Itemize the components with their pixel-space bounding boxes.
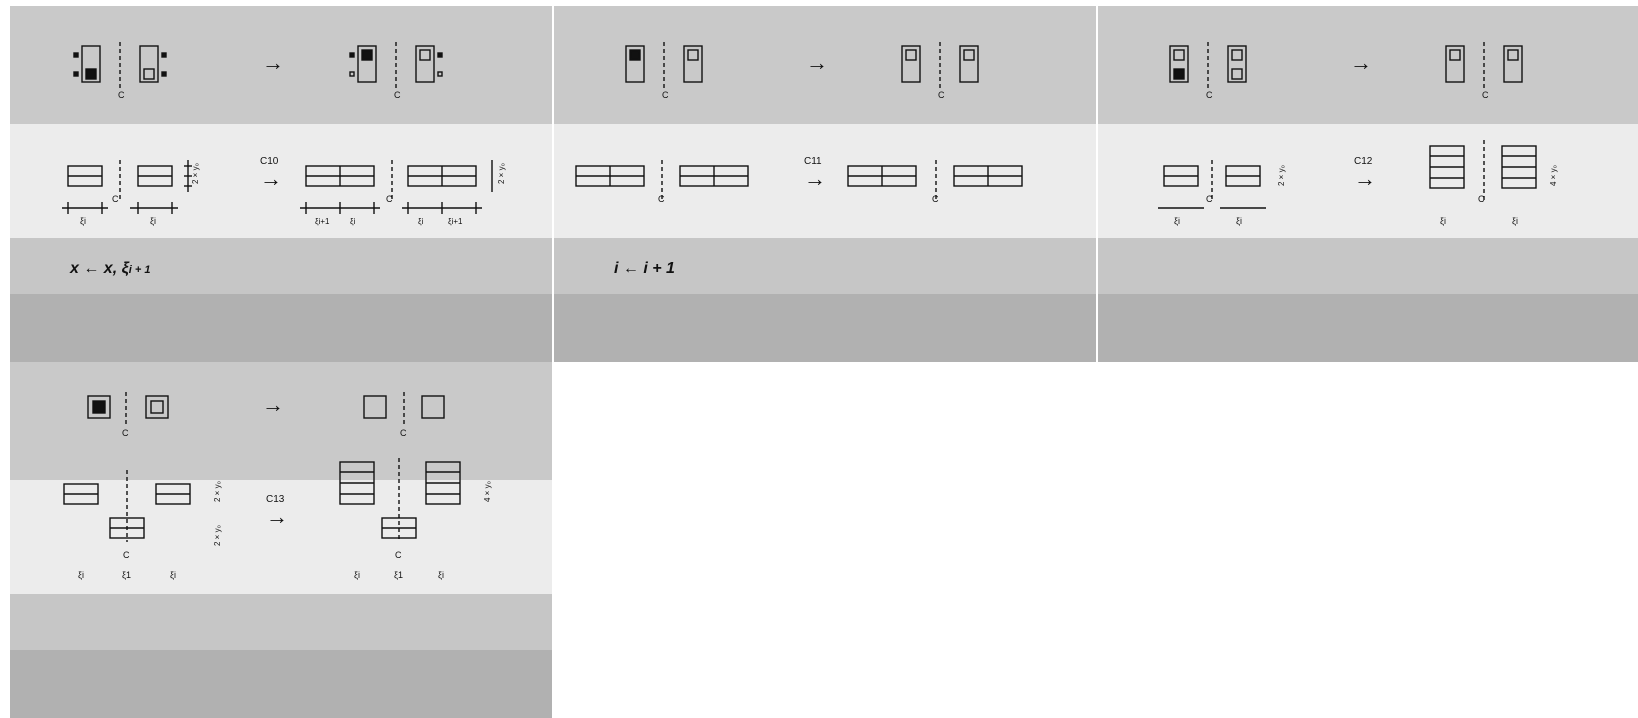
c11-top-after (901, 42, 979, 88)
c13-middle-after (339, 458, 461, 542)
svg-text:C: C (938, 90, 945, 100)
svg-text:2 × y₀: 2 × y₀ (497, 163, 506, 184)
svg-text:C: C (1478, 194, 1485, 204)
svg-text:→: → (806, 50, 828, 75)
bottom-band (1098, 294, 1638, 362)
c13-diagram: C → C C ξi ξ1 ξi 2 × y₀ 2 × y₀ C13 → (63, 392, 492, 580)
svg-text:2 × y₀: 2 × y₀ (1277, 165, 1286, 186)
svg-text:C13: C13 (266, 494, 285, 505)
c11-middle-before (575, 160, 749, 202)
svg-text:ξi: ξi (1236, 216, 1242, 226)
svg-text:C: C (1482, 90, 1489, 100)
svg-text:2 × y₀: 2 × y₀ (213, 481, 222, 502)
svg-text:C: C (394, 90, 401, 100)
svg-text:ξ1: ξ1 (394, 570, 403, 580)
svg-text:ξ1: ξ1 (122, 570, 131, 580)
svg-text:ξi: ξi (418, 217, 424, 226)
middle-band (10, 124, 552, 238)
svg-text:C12: C12 (1354, 156, 1373, 167)
step-label: C10 (260, 156, 279, 167)
svg-text:ξi: ξi (438, 570, 444, 580)
svg-text:C: C (1206, 194, 1213, 204)
svg-text:→: → (1354, 166, 1376, 191)
svg-text:ξi: ξi (354, 570, 360, 580)
svg-text:ξi+1: ξi+1 (448, 217, 463, 226)
svg-text:C: C (932, 194, 939, 204)
c10-middle-after (300, 160, 493, 214)
svg-text:ξi: ξi (350, 217, 356, 226)
svg-text:ξi: ξi (1440, 216, 1446, 226)
svg-text:C: C (1206, 90, 1213, 100)
svg-text:C: C (658, 194, 665, 204)
svg-text:C: C (122, 428, 129, 438)
c11-diagram: C → C C C11 → (575, 42, 1023, 204)
c12-top-after (1445, 42, 1523, 88)
arrow: → (262, 50, 284, 75)
center-label: C (118, 90, 125, 100)
svg-text:ξi: ξi (80, 216, 86, 226)
c10-diagram: C → C (62, 42, 506, 226)
middle-band (1098, 124, 1638, 238)
panel-c12: C → C C ξi ξi 2 × y₀ C12 → (1098, 6, 1638, 362)
bottom-band (10, 650, 552, 718)
bottom-band (10, 294, 552, 362)
svg-text:→: → (266, 504, 288, 529)
rule-band (10, 238, 552, 294)
bottom-band (554, 294, 1096, 362)
svg-text:4 × y₀: 4 × y₀ (483, 481, 492, 502)
svg-text:→: → (262, 392, 284, 417)
rule-band (10, 594, 552, 650)
rule-band (554, 238, 1096, 294)
c12-middle-before (1158, 160, 1266, 209)
panel-c13: C → C C ξi ξ1 ξi 2 × y₀ 2 × y₀ C13 → (10, 362, 552, 718)
rule-text: i ← i + 1 (614, 260, 675, 277)
panel-c11: C → C C C11 → (554, 6, 1096, 362)
c10-middle-before (62, 160, 192, 214)
svg-text:C: C (123, 550, 130, 560)
rule-text: x ← x, ξi + 1 (70, 260, 151, 277)
svg-text:ξi: ξi (1512, 216, 1518, 226)
c12-diagram: C → C C ξi ξi 2 × y₀ C12 → (1158, 42, 1558, 226)
c12-top-before (1169, 42, 1247, 88)
c10-top-after (349, 42, 443, 88)
c13-middle-before (63, 470, 191, 542)
middle-band (10, 480, 552, 594)
svg-text:→: → (1350, 50, 1372, 75)
svg-text:ξi: ξi (78, 570, 84, 580)
svg-text:→: → (804, 166, 826, 191)
c11-middle-after (847, 160, 1023, 202)
svg-text:ξi: ξi (150, 216, 156, 226)
svg-text:C: C (386, 194, 393, 204)
c12-middle-after (1429, 140, 1537, 202)
c13-top-after (363, 392, 445, 426)
svg-text:C: C (395, 550, 402, 560)
svg-text:→: → (260, 166, 282, 191)
svg-text:C: C (662, 90, 669, 100)
c10-top-before (73, 42, 167, 88)
panel-c10: C → C (10, 6, 552, 362)
svg-text:C11: C11 (804, 156, 822, 167)
svg-text:ξi: ξi (170, 570, 176, 580)
svg-text:2 × y₀: 2 × y₀ (213, 525, 222, 546)
rule-band (1098, 238, 1638, 294)
svg-text:C: C (112, 194, 119, 204)
svg-text:2 × y₀: 2 × y₀ (191, 163, 200, 184)
c11-top-before (625, 42, 703, 88)
svg-text:4 × y₀: 4 × y₀ (1549, 165, 1558, 186)
svg-text:ξi: ξi (1174, 216, 1180, 226)
c13-top-before (87, 392, 169, 426)
svg-text:C: C (400, 428, 407, 438)
top-band (10, 362, 552, 480)
svg-text:ξi+1: ξi+1 (315, 217, 330, 226)
